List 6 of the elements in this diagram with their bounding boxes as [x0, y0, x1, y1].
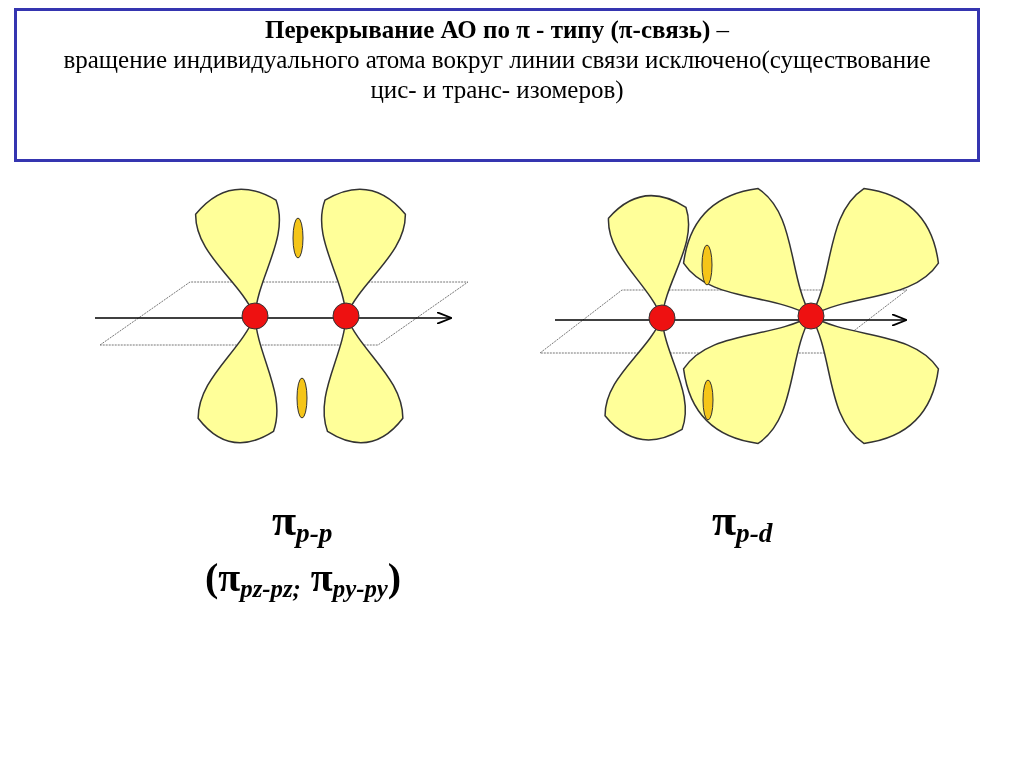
orbital-notation: π$_{p-p}$ [272, 495, 333, 550]
orbital-notation: (π$_{pz-pz;}$ π$_{py-py}$) [205, 554, 402, 605]
title-body: вращение индивидуального атома вокруг линии связи исключено(существование цис- и транс- изомеров) [62, 45, 932, 105]
title-box [14, 8, 980, 162]
title-heading: Перекрывание АО по π - типу (π-связь) – [265, 15, 729, 45]
orbital-notation: π$_{p-d}$ [712, 495, 773, 550]
